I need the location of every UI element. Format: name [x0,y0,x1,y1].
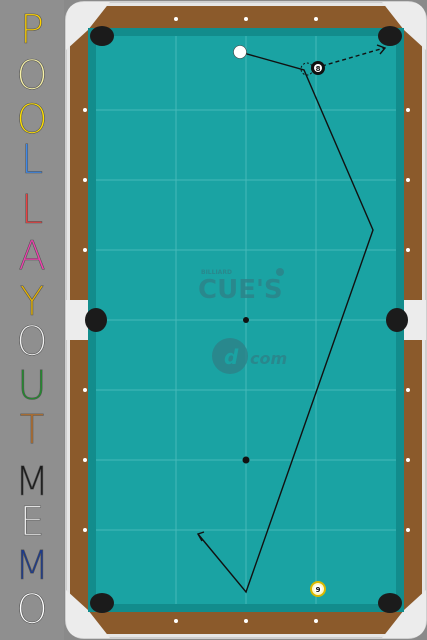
corner-cover-tl [66,2,110,50]
pool-table: BILLIARD CUE'S d com 8 9 [65,1,427,639]
logo-small-text: BILLIARD [201,269,232,276]
title-letter: O [16,53,48,99]
foot-spot [242,456,250,464]
pocket-bottom-left [90,593,114,613]
nine-ball-label: 9 [316,586,321,594]
object-ball-path [321,47,385,67]
cue-ball[interactable] [233,45,247,59]
object-arrowhead [376,44,387,55]
path-arrowhead [196,531,205,542]
title-letter: O [16,319,48,365]
pool-table-area: BILLIARD CUE'S d com 8 9 [64,0,427,640]
pocket-bottom-right [378,593,402,613]
corner-cover-br [382,590,426,638]
pocket-top-left [90,26,114,46]
title-letter: E [19,499,45,545]
cues-logo: BILLIARD CUE'S d com [198,268,287,374]
title-letter: Y [19,279,45,325]
rail-diamonds [83,17,410,623]
title-letter: M [14,459,50,505]
pocket-middle-left [85,308,107,332]
nine-ball[interactable]: 9 [310,581,326,597]
title-letter: P [19,7,45,53]
pocket-top-right [378,26,402,46]
title-letter: O [16,587,48,633]
title-letter: L [20,187,44,233]
title-letter: T [19,407,45,453]
pocket-middle-right [386,308,408,332]
corner-cover-bl [66,590,110,638]
title-letter: U [17,363,47,409]
cue-ball-path [197,51,374,594]
title-letter: A [18,233,46,279]
pockets [85,26,408,613]
logo-d-circle [212,338,248,374]
eight-ball-label: 8 [316,65,321,73]
eight-ball[interactable]: 8 [311,61,325,75]
logo-main-text: CUE'S [198,275,283,305]
center-spot [243,317,249,323]
svg-text:d: d [224,345,239,369]
title-letter: M [14,543,50,589]
shot-path [196,44,387,594]
logo-sub-text: com [250,349,287,368]
title-letter: L [20,137,44,183]
corner-cover-tr [382,2,426,50]
title-letter: O [16,97,48,143]
